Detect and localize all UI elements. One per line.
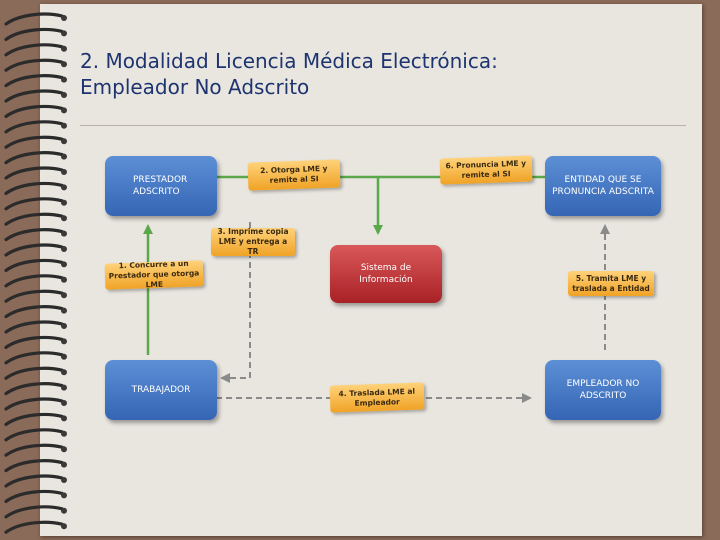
binding-ring (4, 274, 64, 288)
binding-hole (61, 492, 67, 499)
binding-ring (4, 397, 64, 411)
binding-hole (61, 138, 67, 145)
step-5-label: 5. Tramita LME y traslada a Entidad (568, 271, 654, 296)
binding-hole (61, 353, 67, 360)
title-line-1: 2. Modalidad Licencia Médica Electrónica… (80, 49, 498, 73)
binding-hole (61, 107, 67, 114)
binding-hole (61, 169, 67, 175)
binding-hole (61, 122, 67, 129)
binding-hole (61, 15, 67, 21)
binding-hole (61, 477, 67, 483)
spiral-binding (4, 12, 67, 534)
binding-ring (4, 412, 64, 426)
box-sistema-informacion: Sistema de Información (330, 245, 442, 303)
binding-hole (61, 230, 67, 237)
binding-ring (4, 520, 64, 534)
binding-hole (61, 507, 67, 514)
binding-hole (61, 369, 67, 376)
title-line-2: Empleador No Adscrito (80, 75, 310, 99)
binding-ring (4, 382, 64, 396)
binding-ring (4, 151, 64, 165)
binding-ring (4, 12, 64, 26)
step-2-label: 2. Otorga LME y remite al SI (247, 159, 341, 191)
slide-title: 2. Modalidad Licencia Médica Electrónica… (80, 48, 680, 100)
box-empleador: EMPLEADOR NO ADSCRITO (545, 360, 661, 420)
binding-hole (61, 323, 67, 329)
binding-ring (4, 228, 64, 242)
step-3-label: 3. Imprime copia LME y entrega a TR (211, 227, 295, 256)
binding-hole (61, 30, 67, 37)
binding-hole (61, 261, 67, 268)
binding-ring (4, 320, 64, 334)
binding-hole (61, 338, 67, 345)
binding-hole (61, 276, 67, 283)
binding-ring (4, 104, 64, 118)
binding-hole (61, 430, 67, 437)
binding-hole (61, 184, 67, 191)
binding-ring (4, 474, 64, 488)
binding-ring (4, 166, 64, 180)
binding-hole (61, 92, 67, 98)
binding-ring (4, 135, 64, 149)
binding-ring (4, 27, 64, 41)
binding-hole (61, 45, 67, 52)
binding-ring (4, 43, 64, 57)
binding-hole (61, 415, 67, 422)
binding-ring (4, 305, 64, 319)
binding-ring (4, 243, 64, 257)
step-4-label: 4. Traslada LME al Empleador (329, 382, 425, 413)
title-divider (80, 125, 686, 126)
binding-hole (61, 199, 67, 206)
binding-hole (61, 400, 67, 406)
binding-ring (4, 197, 64, 211)
binding-hole (61, 246, 67, 252)
binding-hole (61, 292, 67, 299)
box-prestador-adscrito: PRESTADOR ADSCRITO (105, 156, 217, 216)
box-entidad: ENTIDAD QUE SE PRONUNCIA ADSCRITA (545, 156, 661, 216)
binding-hole (61, 384, 67, 391)
binding-ring (4, 181, 64, 195)
arrow-prestador-to-trabajador (220, 222, 251, 383)
binding-ring (4, 212, 64, 226)
box-trabajador: TRABAJADOR (105, 360, 217, 420)
binding-hole (61, 461, 67, 468)
binding-ring (4, 58, 64, 72)
binding-ring (4, 351, 64, 365)
binding-ring (4, 505, 64, 519)
binding-ring (4, 335, 64, 349)
binding-hole (61, 153, 67, 160)
binding-ring (4, 366, 64, 380)
binding-hole (61, 76, 67, 83)
binding-ring (4, 489, 64, 503)
binding-hole (61, 307, 67, 314)
binding-hole (61, 215, 67, 222)
binding-ring (4, 120, 64, 134)
binding-ring (4, 459, 64, 473)
binding-ring (4, 89, 64, 103)
binding-ring (4, 428, 64, 442)
step-6-label: 6. Pronuncia LME y remite al SI (439, 155, 533, 185)
binding-ring (4, 443, 64, 457)
step-1-label: 1. Concurre a un Prestador que otorga LM… (104, 259, 204, 290)
binding-ring (4, 258, 64, 272)
binding-hole (61, 446, 67, 453)
binding-ring (4, 74, 64, 88)
binding-ring (4, 289, 64, 303)
binding-hole (61, 61, 67, 68)
binding-hole (61, 523, 67, 530)
